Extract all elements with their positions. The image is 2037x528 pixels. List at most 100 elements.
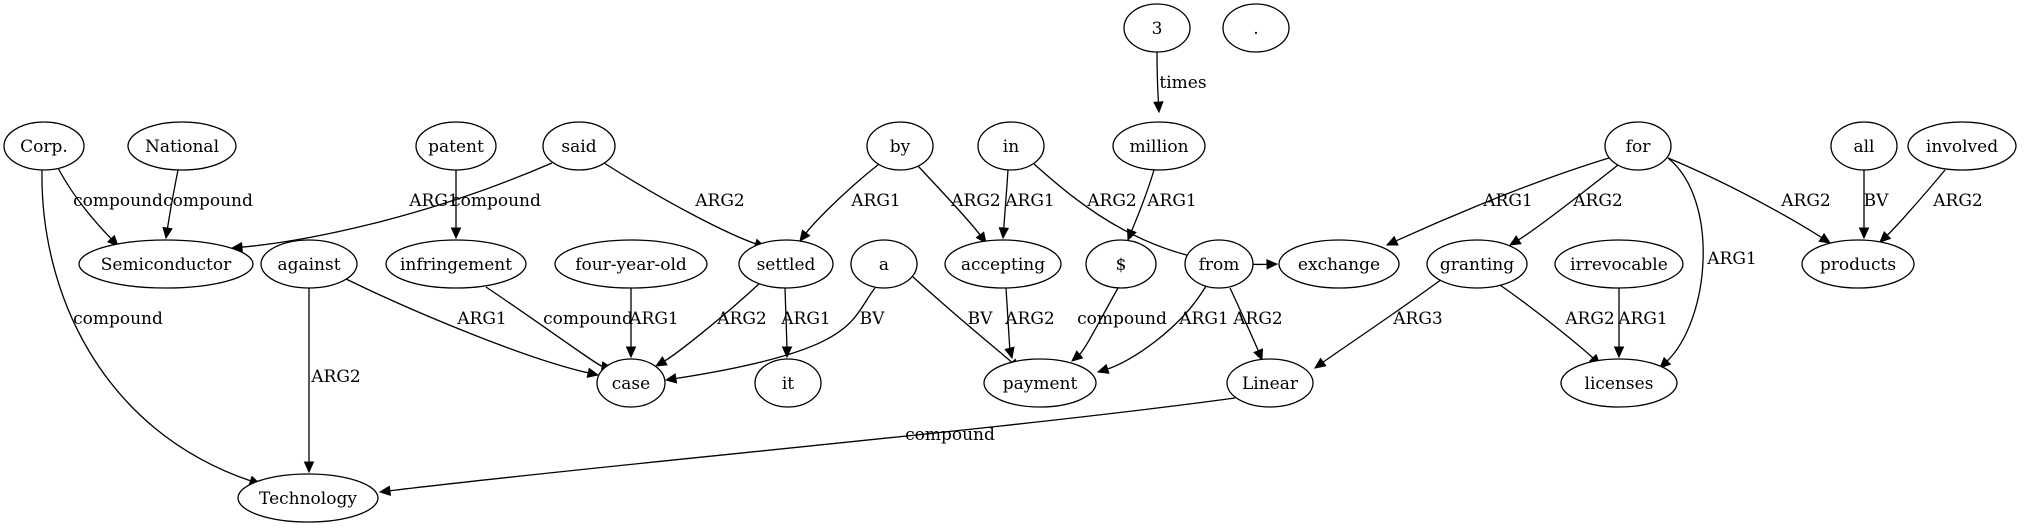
edge-label: ARG1 bbox=[1178, 309, 1228, 329]
edge-label: ARG2 bbox=[694, 191, 744, 211]
node-label: $ bbox=[1116, 255, 1127, 275]
node-licenses: licenses bbox=[1560, 358, 1678, 408]
node-ellipse bbox=[944, 239, 1062, 289]
node-ellipse bbox=[554, 239, 708, 289]
node-case: case bbox=[596, 358, 666, 408]
node-accepting: accepting bbox=[944, 239, 1062, 289]
arrowhead bbox=[975, 231, 987, 244]
edge-label: compound bbox=[73, 309, 163, 329]
edge-line bbox=[1078, 287, 1119, 356]
edge-label: ARG2 bbox=[950, 191, 1000, 211]
arrowhead bbox=[1153, 101, 1164, 114]
node-n3: 3 bbox=[1123, 3, 1191, 53]
node-label: infringement bbox=[400, 255, 512, 275]
edge-line bbox=[804, 163, 880, 235]
edge-line bbox=[1156, 51, 1160, 104]
node-ellipse bbox=[415, 121, 497, 171]
edge-label: compound bbox=[163, 191, 253, 211]
node-label: involved bbox=[1926, 137, 1998, 157]
edge-label: ARG1 bbox=[1706, 249, 1756, 269]
edge-label: compound bbox=[905, 425, 995, 445]
edge-for-to-granting: ARG2 bbox=[1508, 164, 1623, 246]
node-ellipse bbox=[1278, 239, 1400, 289]
node-ellipse bbox=[385, 239, 527, 289]
node-for: for bbox=[1604, 121, 1672, 171]
node-ellipse bbox=[1184, 239, 1254, 289]
node-label: Technology bbox=[259, 489, 357, 509]
node-label: by bbox=[890, 137, 911, 157]
node-ellipse bbox=[850, 239, 918, 289]
node-ellipse bbox=[596, 358, 666, 408]
arrowhead bbox=[625, 346, 637, 359]
node-ellipse bbox=[1085, 239, 1157, 289]
arrowhead bbox=[1659, 356, 1672, 369]
arrowhead bbox=[162, 226, 173, 240]
node-linear: Linear bbox=[1226, 358, 1314, 408]
arrowhead bbox=[1253, 348, 1263, 362]
edge-label: ARG2 bbox=[1572, 191, 1622, 211]
node-label: in bbox=[1003, 137, 1019, 157]
node-label: accepting bbox=[961, 255, 1045, 275]
node-ellipse bbox=[78, 239, 254, 289]
edge-label: ARG1 bbox=[850, 191, 900, 211]
arrowhead bbox=[998, 227, 1010, 240]
arrowhead bbox=[799, 229, 811, 242]
edge-line bbox=[1886, 169, 1946, 237]
node-ellipse bbox=[1560, 358, 1678, 408]
arrowhead bbox=[1508, 235, 1522, 246]
edge-line bbox=[388, 397, 1236, 492]
node-a: a bbox=[850, 239, 918, 289]
edge-a-to-payment: BV bbox=[911, 275, 1019, 371]
edge-line bbox=[1394, 157, 1610, 242]
node-ellipse bbox=[260, 239, 358, 289]
arrowhead bbox=[1385, 235, 1399, 246]
node-fouryearold: four-year-old bbox=[554, 239, 708, 289]
node-ellipse bbox=[1554, 239, 1684, 289]
node-ellipse bbox=[1426, 239, 1528, 289]
node-ellipse bbox=[754, 358, 822, 408]
edge-by-to-accepting: ARG2 bbox=[917, 165, 1001, 244]
edge-accepting-to-payment: ARG2 bbox=[1004, 287, 1055, 360]
edge-label: ARG2 bbox=[1086, 191, 1136, 211]
node-ellipse bbox=[1123, 3, 1191, 53]
arrowhead bbox=[1266, 259, 1279, 270]
node-million: million bbox=[1112, 121, 1206, 171]
edge-label: compound bbox=[451, 191, 541, 211]
node-label: million bbox=[1129, 137, 1188, 157]
arrowhead bbox=[1071, 350, 1084, 362]
node-granting: granting bbox=[1426, 239, 1528, 289]
node-ellipse bbox=[1907, 121, 2017, 171]
edge-from-to-payment: ARG1 bbox=[1096, 285, 1229, 374]
edge-label: ARG1 bbox=[1146, 191, 1196, 211]
node-it: it bbox=[754, 358, 822, 408]
edge-a-to-case: BV bbox=[664, 287, 885, 384]
node-ellipse bbox=[866, 121, 934, 171]
arrowhead bbox=[450, 227, 462, 240]
edge-said-to-semiconductor: ARG1 bbox=[230, 162, 553, 253]
edge-for-to-exchange: ARG1 bbox=[1385, 157, 1610, 246]
edge-label: ARG2 bbox=[1780, 191, 1830, 211]
edge-n3-to-million: times bbox=[1153, 51, 1207, 114]
edge-label: ARG1 bbox=[408, 191, 458, 211]
edge-label: ARG2 bbox=[1932, 191, 1982, 211]
node-label: said bbox=[561, 137, 596, 157]
edge-label: ARG2 bbox=[1004, 309, 1054, 329]
node-by: by bbox=[866, 121, 934, 171]
edge-fouryearold-to-case: ARG1 bbox=[625, 287, 679, 359]
edge-said-to-settled: ARG2 bbox=[603, 162, 767, 249]
edge-label: times bbox=[1159, 73, 1206, 93]
edge-for-to-licenses: ARG1 bbox=[1659, 157, 1757, 369]
edge-line bbox=[485, 286, 604, 368]
node-corp: Corp. bbox=[3, 121, 85, 171]
node-ellipse bbox=[977, 121, 1045, 171]
node-label: exchange bbox=[1298, 255, 1380, 275]
edge-line bbox=[1666, 157, 1704, 363]
node-ellipse bbox=[1112, 121, 1206, 171]
node-label: four-year-old bbox=[575, 255, 687, 275]
edge-line bbox=[1106, 285, 1207, 370]
arrowhead bbox=[303, 461, 315, 474]
edge-line bbox=[41, 169, 252, 482]
edge-for-to-products: ARG2 bbox=[1667, 157, 1832, 244]
edge-line bbox=[1130, 169, 1155, 232]
edge-label: ARG2 bbox=[1232, 309, 1282, 329]
